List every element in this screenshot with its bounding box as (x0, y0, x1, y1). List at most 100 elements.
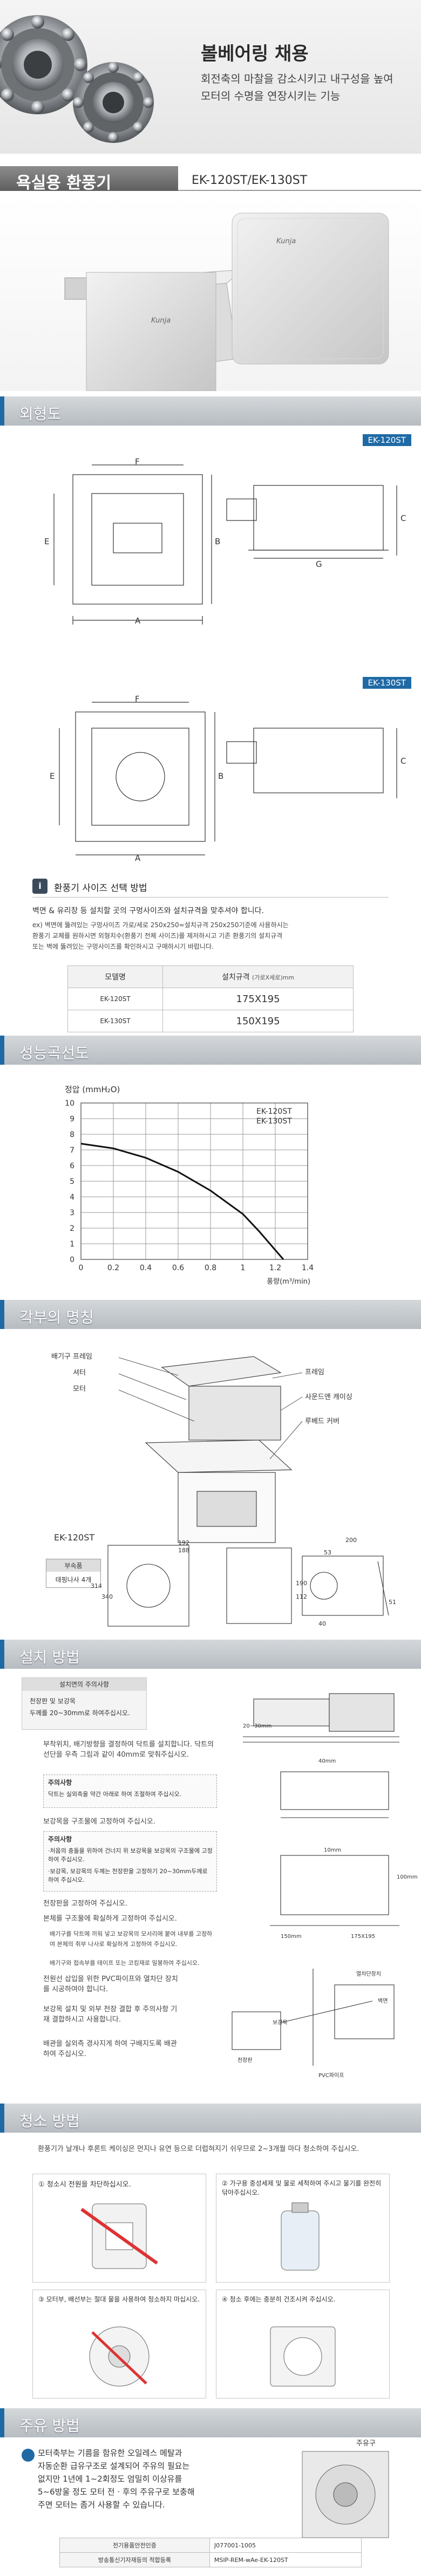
x-tick-label: 1.4 (302, 1264, 314, 1272)
outline-drawing-130 (59, 702, 397, 855)
parts-drawing (107, 1356, 389, 1627)
install-label-wall: 벽면 (378, 1998, 388, 2004)
product-title: 욕실용 환풍기 (16, 174, 112, 193)
dim-g-120: G (316, 559, 322, 569)
oil-port-label: 주유구 (356, 2440, 376, 2448)
parts-label-casing: 사운드앤 캐이싱 (305, 1393, 352, 1401)
y-tick-label: 9 (70, 1115, 74, 1123)
oiling-line-1: 모터축부는 기름을 함유한 오일레스 메탈과 (38, 2448, 182, 2458)
table-row: EK-130ST 150X195 (67, 1010, 354, 1032)
oiling-line-2: 자동순환 급유구조로 설계되어 주유의 필요는 (38, 2461, 190, 2471)
hero-section: 볼베어링 채용 회전축의 마찰을 감소시키고 내구성을 높여 모터의 수명을 연… (0, 0, 421, 154)
install-dim-20-30: 20~30mm (243, 1723, 272, 1729)
hero-desc-line2: 모터의 수명을 연장시키는 기능 (201, 90, 341, 102)
parts-label-shutter: 셔터 (73, 1369, 86, 1377)
product-title-bar: 욕실용 환풍기 EK-120ST/EK-130ST (0, 162, 421, 194)
install-step-1: 부착위치, 배기방향을 결정하여 닥트를 설치합니다. 닥트의 선단을 우측 그… (43, 1741, 214, 1759)
product-models: EK-120ST/EK-130ST (192, 174, 308, 187)
oil-port-illustration (302, 2451, 389, 2538)
size-guide-line1: 벽면 & 유리창 등 설치할 곳의 구멍사이즈와 설치규격을 맞추셔야 합니다. (32, 907, 264, 915)
dim-314: 314 (91, 1582, 102, 1590)
size-guide-line2: ex) 벽면에 뚫려있는 구멍사이즈 가로/세로 250x250=설치규격 25… (32, 921, 289, 929)
size-table: 모델명 설치규격 (가로X세로)mm EK-120ST 175X195 EK-1… (67, 965, 354, 1032)
dim-51: 51 (389, 1599, 396, 1606)
cleaning-step-2-card: ② 가구용 중성세제 및 물로 세척하여 주시고 물기를 완전히 닦아주십시오. (216, 2174, 390, 2283)
table-row: 방송통신기자재등의 적합등록 MSIP-REM-wAe-EK-120ST (59, 2552, 362, 2567)
bearing-illustration (0, 15, 154, 143)
install-dim-150: 150mm (281, 1934, 302, 1940)
size-guide-heading: i 환풍기 사이즈 선택 방법 (0, 876, 421, 898)
table-row: 전기용품안전인증 J077001-1005 (59, 2538, 362, 2553)
accessory-box: 부속품 태핑나사 4개 (46, 1559, 101, 1588)
x-tick-label: 0 (79, 1264, 84, 1272)
dim-190: 190 (296, 1580, 307, 1587)
dim-340: 340 (101, 1593, 113, 1600)
bullet-icon (22, 2449, 35, 2462)
y-tick-label: 0 (70, 1256, 74, 1264)
oiling-line-5: 주면 모터는 좀거 사용할 수 있습니다. (38, 2500, 165, 2510)
install-dim-10: 10mm (324, 1847, 342, 1853)
install-step-7: 배기구와 접속부를 테이프 또는 코킹재로 밀봉하여 주십시오. (50, 1960, 200, 1967)
product-images: Kunja Kunja (0, 197, 421, 391)
dim-112: 112 (296, 1593, 307, 1600)
dim-a-130: A (135, 853, 141, 863)
oiling-line-4: 5~6방울 정도 모터 전 · 후의 주유구로 보충해 (38, 2487, 195, 2497)
product-logo: Kunja (151, 317, 171, 325)
cover-logo: Kunja (276, 237, 296, 245)
dim-53: 53 (324, 1549, 331, 1556)
oiling-header: 주유 방법 (0, 2408, 421, 2437)
oiling-title: 주유 방법 (19, 2417, 80, 2435)
outline-tag-130: EK-130ST (362, 677, 411, 689)
install-label-beam: 보강목 (273, 2020, 288, 2026)
info-icon: i (32, 879, 47, 894)
oiling-line-3: 없지만 1년에 1~2회정도 엄밀히 이상유를 (38, 2474, 182, 2484)
install-notes: 설치면의 주의사항 천장판 및 보강목 두께를 20~30mm로 하여주십시오. (22, 1677, 147, 1730)
y-tick-label: 4 (70, 1193, 74, 1202)
y-tick-label: 7 (70, 1146, 74, 1155)
cleaning-intro: 환풍기가 날개나 후론트 케이싱은 먼지나 유연 등으로 더럽혀지기 쉬우므로 … (38, 2145, 359, 2153)
install-caution-2: 주의사항 ·처음의 충돌을 위하여 건너지 위 보강목을 보강목의 구조물에 고… (43, 1831, 217, 1892)
install-dim-40: 40mm (318, 1758, 336, 1764)
outline-header: 외형도 (0, 396, 421, 426)
install-step-5: 본체를 구조물에 확실하게 고정하여 주십시오. (43, 1915, 177, 1923)
install-step-9: 보강목 설치 및 외부 천장 결합 후 주의사항 기재 결합하시고 사용합니다. (43, 2005, 178, 2024)
size-guide-line3: 환풍기 교체를 원하시면 외형치수(환풍기 전체 사이즈)를 제저하시고 기존 … (32, 932, 283, 940)
cleaning-step-4-card: ④ 청소 후에는 충분히 건조시켜 주십시오. (216, 2290, 390, 2399)
y-tick-label: 3 (70, 1209, 74, 1217)
y-tick-label: 6 (70, 1162, 74, 1170)
power-off-icon (80, 2203, 158, 2269)
cleaning-step-1-card: ① 청소시 전원을 차단하십시오. (32, 2174, 206, 2283)
performance-header: 성능곡선도 (0, 1036, 421, 1065)
x-tick-label: 0.2 (107, 1264, 119, 1272)
size-guide-line4: 또는 벽에 뚫려있는 구멍사이즈를 확인하시고 구매하시기 바랍니다. (32, 943, 214, 950)
x-tick-label: 0.8 (205, 1264, 216, 1272)
install-label-pvc: PVC파이프 (318, 2073, 344, 2079)
outline-tag-120: EK-120ST (362, 434, 411, 446)
y-tick-label: 10 (65, 1099, 74, 1108)
y-tick-label: 2 (70, 1224, 74, 1233)
dim-192: 192 (178, 1539, 189, 1546)
cleaning-header: 청소 방법 (0, 2104, 421, 2133)
install-step-4: 천장판을 고정하여 주십시오. (43, 1900, 127, 1908)
hero-title: 볼베어링 채용 (201, 43, 309, 65)
cleaning-title: 청소 방법 (19, 2112, 80, 2130)
x-tick-label: 1.2 (269, 1264, 281, 1272)
detergent-icon (281, 2202, 320, 2271)
parts-label-frame: 배기구 프레임 (51, 1353, 92, 1361)
install-header: 설치 방법 (0, 1640, 421, 1669)
dim-40: 40 (318, 1620, 326, 1627)
dim-f-120: F (135, 457, 140, 467)
performance-title: 성능곡선도 (19, 1044, 89, 1062)
col-spec: 설치규격 (가로X세로)mm (162, 965, 354, 988)
install-step-10: 배관을 실외측 경사지게 하여 구배지도록 배관하여 주십시오. (43, 2040, 177, 2058)
y-axis-label: 정압 (mmH₂O) (65, 1085, 120, 1094)
y-tick-label: 8 (70, 1131, 74, 1139)
no-water-icon (89, 2326, 150, 2387)
cleaning-step-3-card: ③ 모터부, 배선부는 절대 물을 사용하여 청소하지 마십시오. (32, 2290, 206, 2399)
plot-frame (80, 1102, 308, 1260)
table-row: EK-120ST 175X195 (67, 988, 354, 1010)
install-step-8: 전원선 삽입을 위한 PVC파이프와 열차단 장치를 시공하여야 합니다. (43, 1975, 178, 1993)
x-tick-label: 1 (241, 1264, 246, 1272)
